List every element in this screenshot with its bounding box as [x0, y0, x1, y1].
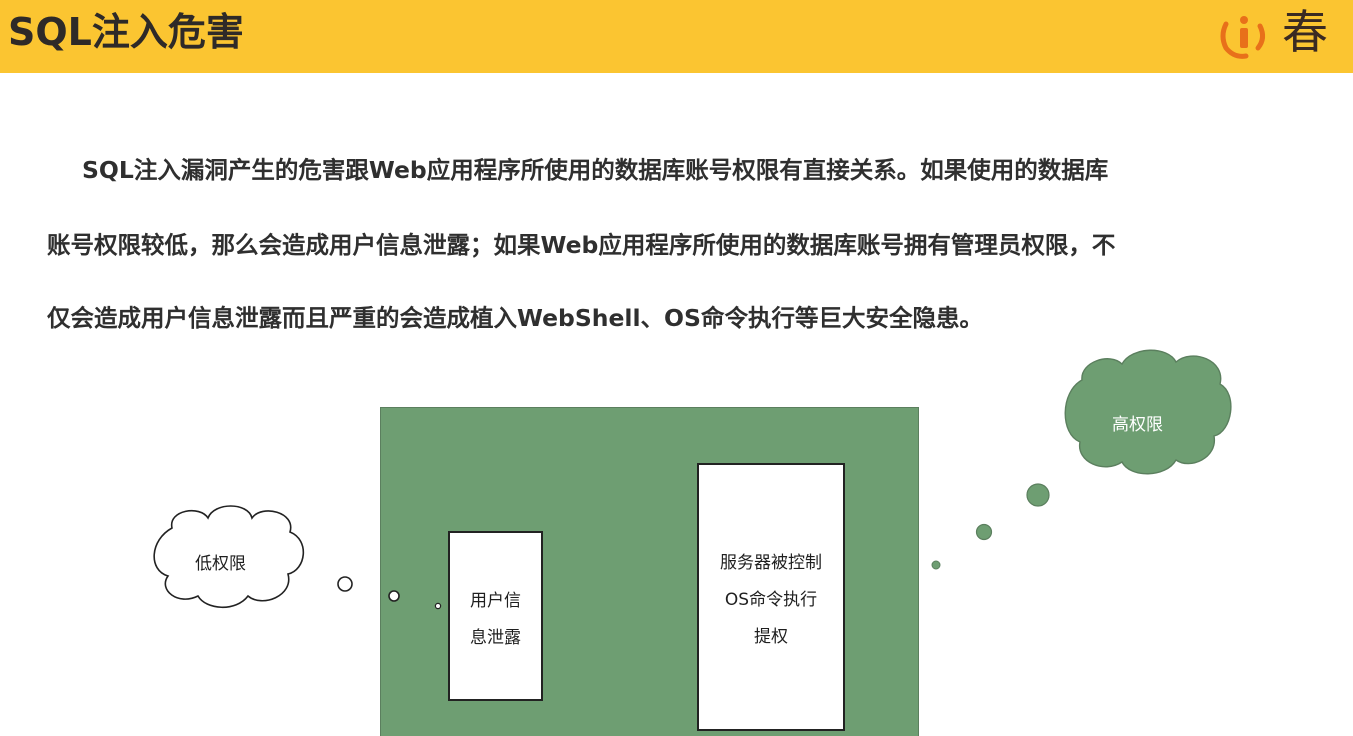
- brand-logo: 春: [1212, 0, 1353, 73]
- paragraph-line-2: 账号权限较低，那么会造成用户信息泄露；如果Web应用程序所使用的数据库账号拥有管…: [47, 231, 1116, 259]
- paragraph-line-1: SQL注入漏洞产生的危害跟Web应用程序所使用的数据库账号权限有直接关系。如果使…: [82, 156, 1109, 184]
- user-info-line-1: 用户信: [470, 591, 521, 611]
- high-privilege-label: 高权限: [1112, 415, 1163, 435]
- thought-dot-large: [337, 576, 353, 592]
- green-thought-dot-medium: [975, 523, 993, 541]
- user-info-line-2: 息泄露: [470, 628, 521, 648]
- server-line-1: 服务器被控制: [720, 553, 822, 573]
- slide-title: SQL注入危害: [8, 10, 244, 54]
- brand-logo-icon: [1220, 16, 1266, 59]
- green-thought-dot-large: [1026, 483, 1050, 507]
- green-thought-dot-small: [931, 560, 941, 570]
- server-line-2: OS命令执行: [724, 590, 818, 610]
- paragraph-line-3: 仅会造成用户信息泄露而且严重的会造成植入WebShell、OS命令执行等巨大安全…: [47, 304, 983, 332]
- header-bar: [0, 0, 1353, 73]
- user-info-leak-box: 用户信 息泄露: [448, 531, 543, 701]
- server-line-3: 提权: [754, 627, 788, 647]
- server-compromise-box: 服务器被控制 OS命令执行 提权: [697, 463, 845, 731]
- logo-text: 春: [1282, 5, 1328, 59]
- low-privilege-label: 低权限: [195, 554, 246, 574]
